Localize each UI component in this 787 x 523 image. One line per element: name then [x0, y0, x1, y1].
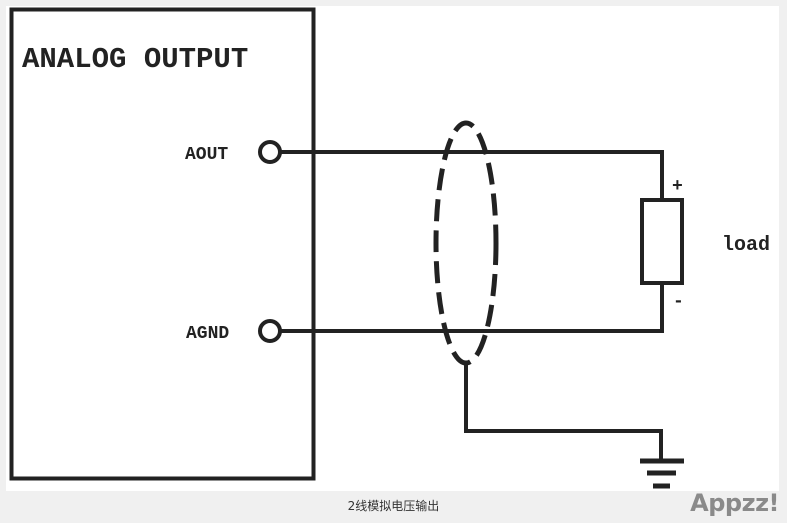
load-resistor	[640, 198, 684, 285]
appzz-watermark: Appzz!	[690, 489, 779, 517]
agnd-wire	[281, 283, 664, 333]
cable-shield	[433, 120, 499, 366]
polarity-plus: +	[672, 177, 683, 197]
agnd-terminal	[258, 319, 282, 343]
ground-icon	[640, 458, 684, 489]
terminal-label-aout: AOUT	[185, 145, 228, 165]
aout-wire	[281, 150, 664, 200]
figure-caption: 2线模拟电压输出	[347, 499, 440, 513]
shield-drain-wire	[464, 363, 663, 459]
analog-output-module	[9, 7, 316, 481]
load-label: load	[722, 234, 770, 257]
aout-terminal	[258, 140, 282, 164]
polarity-minus: -	[673, 292, 684, 312]
module-title: ANALOG OUTPUT	[22, 43, 248, 76]
terminal-label-agnd: AGND	[186, 324, 229, 344]
